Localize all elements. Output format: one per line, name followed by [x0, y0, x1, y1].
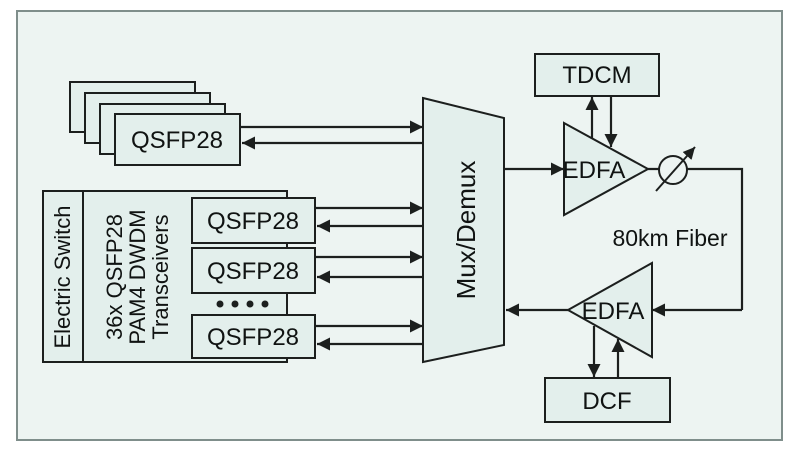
qsfp28-card-stack: QSFP28: [69, 81, 241, 166]
dcf-label: DCF: [582, 388, 631, 415]
electric-switch-label: Electric Switch: [50, 205, 75, 348]
tdcm-label: TDCM: [562, 62, 631, 89]
ellipsis-dots-icon: [216, 300, 269, 308]
mux-demux-label: Mux/Demux: [451, 161, 481, 300]
qsfp28-stack-card-front: [114, 113, 241, 166]
qsfp28-stack-label: QSFP28: [131, 127, 223, 154]
tdcm-box: [534, 53, 660, 97]
transmitter-block: Electric Switch 36x QSFP28 PAM4 DWDM Tra…: [42, 190, 316, 363]
qsfp28-row3-label: QSFP28: [207, 324, 299, 351]
qsfp28-row1-label: QSFP28: [207, 208, 299, 235]
transceiver-label-line1: 36x QSFP28: [102, 214, 127, 340]
client-side-arrows: [240, 120, 423, 351]
mux-demux-shape: [422, 96, 505, 364]
electric-switch-box: [42, 190, 84, 363]
qsfp28-row2-box: [191, 247, 316, 294]
edfa-out-block: EDFA: [504, 96, 651, 217]
edfa-out-label: EDFA: [563, 157, 626, 184]
edfa-in-block: EDFA: [506, 261, 653, 378]
transceiver-label-line3: Transceivers: [148, 214, 173, 339]
transceiver-label-line2: PAM4 DWDM: [125, 209, 150, 344]
edfa-in-amplifier-icon: [565, 261, 653, 359]
fiber-span: 80km Fiber: [612, 146, 744, 317]
mux-demux-block: Mux/Demux: [422, 96, 505, 364]
qsfp28-row1-box: [191, 197, 316, 244]
dcf-box: [544, 377, 671, 423]
variable-attenuator-arrow-icon: [655, 146, 696, 192]
qsfp28-row3-box: [191, 314, 316, 359]
edfa-in-label: EDFA: [582, 298, 645, 325]
qsfp28-row2-label: QSFP28: [207, 258, 299, 285]
fiber-length-label: 80km Fiber: [612, 225, 727, 251]
